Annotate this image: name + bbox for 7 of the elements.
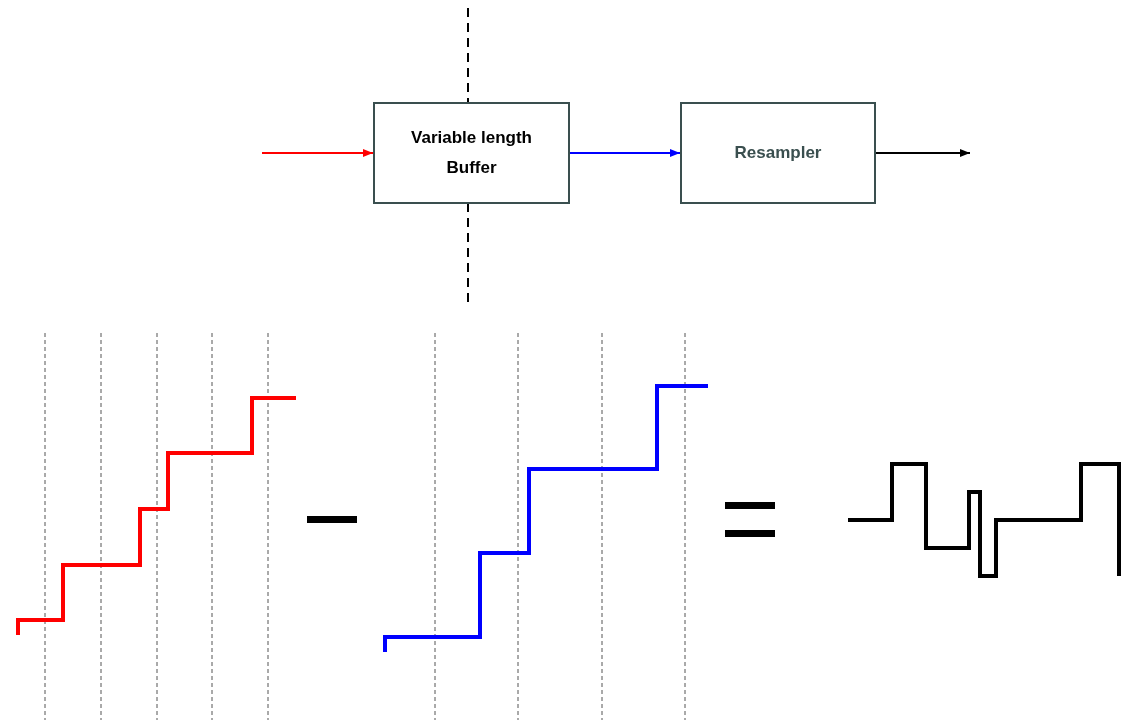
arrow <box>875 149 971 157</box>
box-label: Variable length Buffer <box>410 127 533 179</box>
process-box <box>373 102 570 204</box>
process-box <box>680 102 876 204</box>
arrow <box>261 149 374 157</box>
arrow <box>569 149 681 157</box>
box-label: Resampler <box>734 142 822 164</box>
